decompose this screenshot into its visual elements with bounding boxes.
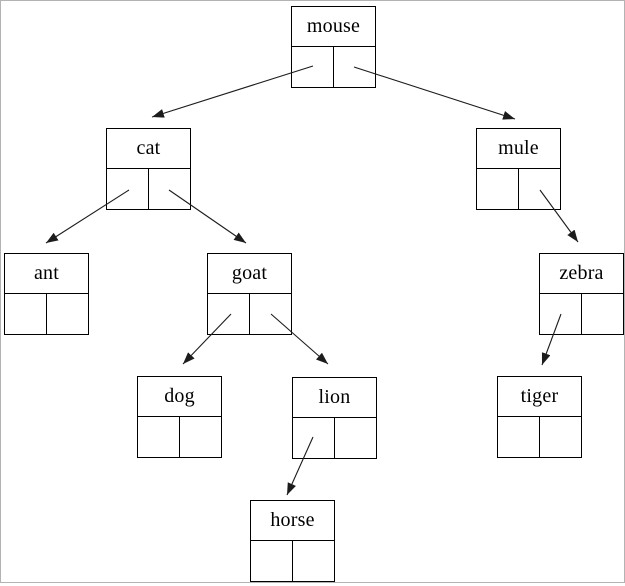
pointer-cells	[208, 294, 291, 334]
pointer-cells	[477, 169, 560, 209]
right-pointer-cell	[334, 47, 375, 87]
right-pointer-cell	[149, 169, 190, 209]
node-label: lion	[293, 378, 376, 418]
node-label: dog	[138, 377, 221, 417]
node-label: mouse	[292, 7, 375, 47]
tree-node-horse: horse	[250, 500, 335, 582]
node-label: goat	[208, 254, 291, 294]
right-pointer-cell	[519, 169, 560, 209]
tree-node-ant: ant	[4, 253, 89, 335]
left-pointer-cell	[498, 417, 540, 457]
pointer-cells	[293, 418, 376, 458]
right-pointer-cell	[335, 418, 376, 458]
pointer-cells	[107, 169, 190, 209]
tree-node-cat: cat	[106, 128, 191, 210]
right-pointer-cell	[180, 417, 221, 457]
tree-node-dog: dog	[137, 376, 222, 458]
pointer-cells	[5, 294, 88, 334]
node-label: ant	[5, 254, 88, 294]
node-label: zebra	[540, 254, 623, 294]
pointer-cells	[292, 47, 375, 87]
tree-node-mule: mule	[476, 128, 561, 210]
left-pointer-cell	[107, 169, 149, 209]
left-pointer-cell	[540, 294, 582, 334]
right-pointer-cell	[250, 294, 291, 334]
tree-node-goat: goat	[207, 253, 292, 335]
left-pointer-cell	[293, 418, 335, 458]
right-pointer-cell	[47, 294, 88, 334]
tree-node-lion: lion	[292, 377, 377, 459]
pointer-cells	[540, 294, 623, 334]
pointer-cells	[498, 417, 581, 457]
left-pointer-cell	[5, 294, 47, 334]
pointer-cells	[138, 417, 221, 457]
pointer-cells	[251, 541, 334, 581]
left-pointer-cell	[477, 169, 519, 209]
node-label: tiger	[498, 377, 581, 417]
right-pointer-cell	[293, 541, 334, 581]
node-label: cat	[107, 129, 190, 169]
left-pointer-cell	[208, 294, 250, 334]
left-pointer-cell	[292, 47, 334, 87]
right-pointer-cell	[540, 417, 581, 457]
left-pointer-cell	[138, 417, 180, 457]
tree-node-tiger: tiger	[497, 376, 582, 458]
node-label: horse	[251, 501, 334, 541]
tree-node-mouse: mouse	[291, 6, 376, 88]
right-pointer-cell	[582, 294, 623, 334]
node-label: mule	[477, 129, 560, 169]
left-pointer-cell	[251, 541, 293, 581]
tree-node-zebra: zebra	[539, 253, 624, 335]
